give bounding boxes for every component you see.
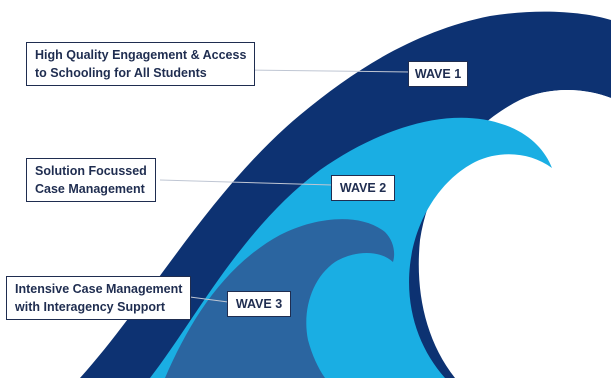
wave-2-description-line-1: Solution Focussed <box>35 164 147 178</box>
connector-wave-2 <box>159 179 333 186</box>
wave-2-tag: WAVE 2 <box>331 175 395 201</box>
wave-2-description: Solution Focussed Case Management <box>26 158 156 202</box>
wave-1-tag: WAVE 1 <box>408 61 468 87</box>
wave-1-description-line-1: High Quality Engagement & Access <box>35 48 247 62</box>
wave-1-description-line-2: to Schooling for All Students <box>35 66 207 80</box>
wave-3-tag: WAVE 3 <box>227 291 291 317</box>
connector-wave-3 <box>189 296 229 303</box>
connector-wave-1 <box>245 69 411 73</box>
wave-3-description: Intensive Case Management with Interagen… <box>6 276 192 320</box>
wave-3-description-line-2: with Interagency Support <box>15 300 166 314</box>
wave-3-description-line-1: Intensive Case Management <box>15 282 183 296</box>
wave-2-description-line-2: Case Management <box>35 182 145 196</box>
wave-1-description: High Quality Engagement & Access to Scho… <box>26 42 256 86</box>
wave-1-curl <box>440 90 611 378</box>
